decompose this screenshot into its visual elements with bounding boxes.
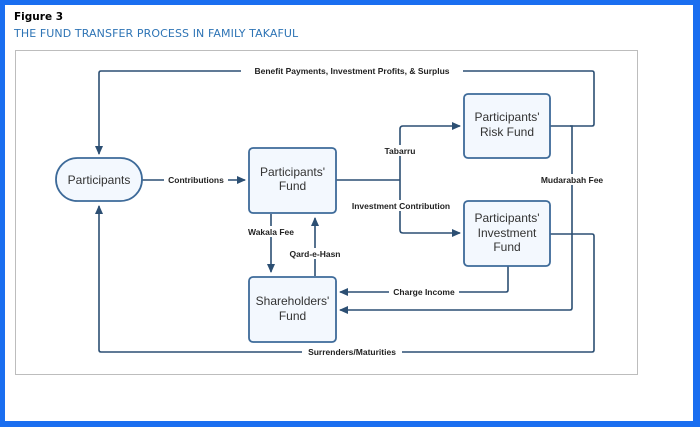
edge-mudarabah-fee [339,125,573,314]
label-mudarabah-fee: Mudarabah Fee [541,175,604,185]
label-investment-contribution: Investment Contribution [352,201,450,211]
node-participants-fund-label-1: Participants' [260,165,325,179]
label-contributions: Contributions [168,175,224,185]
figure-title: THE FUND TRANSFER PROCESS IN FAMILY TAKA… [14,27,299,40]
label-surrenders-maturities: Surrenders/Maturities [308,347,396,357]
node-investment-fund [463,200,551,267]
node-investment-fund-label-2: Investment [478,226,537,240]
node-participants-fund-label-2: Fund [279,179,306,193]
node-participants-label: Participants [68,173,131,187]
figure-label: Figure 3 [14,11,64,23]
edge-surrenders [95,205,595,353]
node-investment-fund-label-1: Participants' [475,211,540,225]
node-participants [55,157,143,202]
node-risk-fund-label-2: Risk Fund [480,125,534,139]
label-qard-e-hasn: Qard-e-Hasn [289,249,340,259]
edge-tabarru [399,122,461,180]
edge-investment-contribution [399,180,461,237]
node-shareholders-fund-label-1: Shareholders' [256,294,330,308]
label-tabarru: Tabarru [384,146,415,156]
label-wakala-fee: Wakala Fee [248,227,294,237]
node-investment-fund-label-3: Fund [493,240,520,254]
node-shareholders-fund-label-2: Fund [279,309,306,323]
node-shareholders-fund [248,276,337,343]
edge-charge-income [339,266,509,296]
node-participants-fund [248,147,337,214]
edge-benefit-payments [95,70,595,155]
node-risk-fund [463,93,551,159]
label-benefit-payments: Benefit Payments, Investment Profits, & … [254,66,449,76]
label-charge-income: Charge Income [393,287,455,297]
node-risk-fund-label-1: Participants' [475,110,540,124]
